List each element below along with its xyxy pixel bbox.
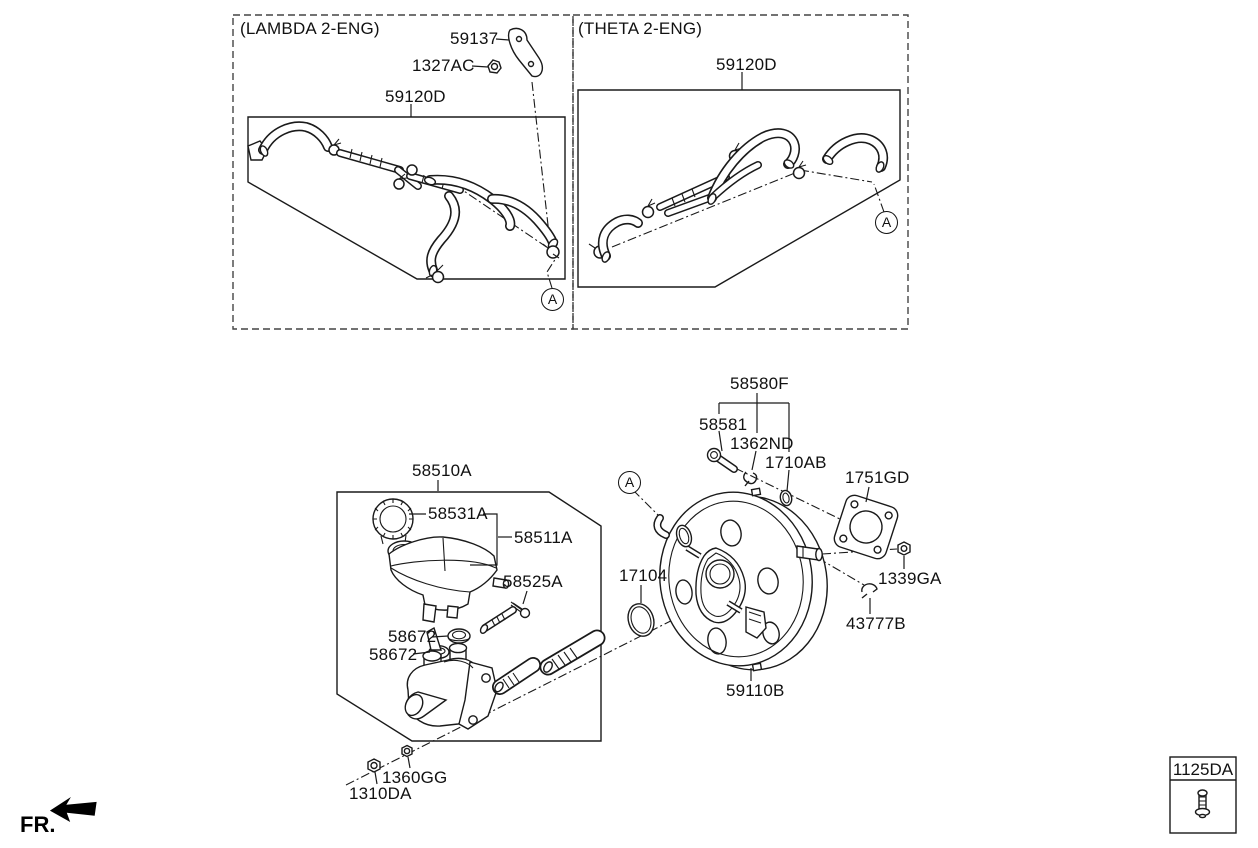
o-ring-part — [627, 603, 655, 637]
clip-43777B-part — [861, 583, 878, 599]
ring-1710AB-part — [779, 489, 793, 507]
bracket-59137-part — [507, 27, 543, 78]
callout-1327AC: 1327AC — [412, 56, 475, 75]
master-cylinder-body-part — [404, 626, 498, 730]
lambda-dashed-box — [232, 14, 574, 330]
lambda-vacuum-hose-assembly — [247, 121, 560, 284]
callout-1310DA: 1310DA — [349, 784, 412, 803]
callout-58580F: 58580F — [730, 374, 789, 393]
callout-58531A: 58531A — [428, 504, 488, 523]
callout-59110B: 59110B — [726, 681, 785, 700]
clip-1362ND-part — [743, 471, 758, 487]
nut-1339GA-part — [897, 541, 911, 556]
callout-1362ND: 1362ND — [730, 434, 794, 453]
nut-1360GG-part — [401, 744, 413, 758]
legend-code: 1125DA — [1172, 760, 1234, 779]
callout-1360GG: 1360GG — [382, 768, 448, 787]
theta-vacuum-hose-assembly — [588, 128, 889, 263]
primary-piston-part — [492, 657, 541, 695]
brake-fluid-reservoir-part — [387, 536, 510, 623]
secondary-piston-part — [539, 629, 606, 676]
reservoir-pin-part — [479, 606, 517, 634]
view-marker-a-booster: A — [618, 471, 641, 494]
master-cylinder-kit-box — [336, 491, 602, 742]
callout-59120D-theta: 59120D — [716, 55, 777, 74]
callout-43777B: 43777B — [846, 614, 906, 633]
fr-direction-label: FR. — [20, 812, 56, 837]
brake-booster-part — [653, 487, 828, 672]
theta-hose-kit-box — [577, 89, 901, 288]
callout-59120D-lambda: 59120D — [385, 87, 446, 106]
leader-lines — [374, 38, 905, 785]
bolt-58581-part — [706, 447, 738, 473]
callout-58672-upper: 58672 — [388, 627, 437, 646]
view-marker-a-theta: A — [875, 211, 898, 234]
nut-1310DA-part — [367, 758, 381, 773]
callout-58525A: 58525A — [503, 572, 563, 591]
theta-dashed-box — [572, 14, 909, 330]
callout-58510A: 58510A — [412, 461, 472, 480]
legend-box — [1169, 756, 1237, 834]
callout-17104: 17104 — [619, 566, 668, 585]
fr-direction-arrow-icon — [49, 797, 97, 823]
callout-1339GA: 1339GA — [878, 569, 942, 588]
callout-58672-lower: 58672 — [369, 645, 418, 664]
callout-58511A: 58511A — [514, 528, 573, 547]
callout-1751GD: 1751GD — [845, 468, 910, 487]
gasket-1751GD-part — [833, 494, 899, 560]
legend-bolt-icon — [1194, 789, 1211, 819]
lambda-hose-kit-box — [247, 116, 566, 280]
lambda-panel-title: (LAMBDA 2-ENG) — [240, 19, 380, 38]
reservoir-cap-part — [372, 498, 414, 545]
callout-1710AB: 1710AB — [765, 453, 827, 472]
grommet-upper-part — [447, 628, 471, 644]
theta-panel-title: (THETA 2-ENG) — [578, 19, 703, 38]
callout-58581: 58581 — [699, 415, 748, 434]
view-marker-a-lambda: A — [541, 288, 564, 311]
nut-1327AC-part — [487, 59, 502, 74]
callout-59137: 59137 — [450, 29, 499, 48]
screw-58525A-part — [510, 601, 531, 619]
